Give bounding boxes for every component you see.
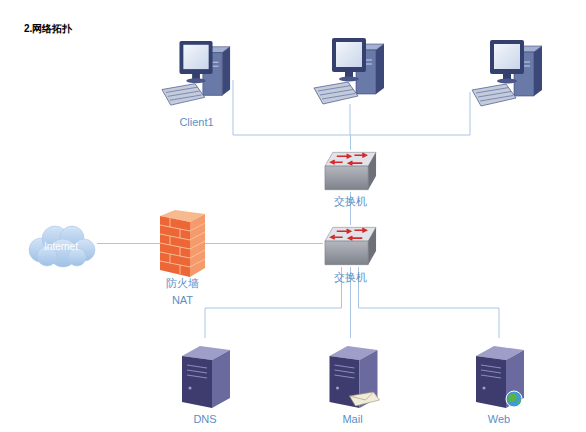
node-label: 防火墙 [166, 277, 199, 290]
icon-shape [325, 227, 376, 264]
icon-shape [325, 152, 376, 189]
lan-wire [350, 135, 470, 136]
node-icon [160, 210, 205, 277]
computer-icon [472, 40, 542, 106]
node-icon [472, 338, 526, 408]
icon-shape [476, 346, 524, 408]
switch-node: 交换机 [323, 225, 378, 267]
cloud-label: Internet [44, 240, 78, 253]
node-icon [323, 150, 378, 192]
server-node: Web [472, 338, 526, 408]
cloud-node: Internet [25, 222, 97, 268]
diagram-title: 2.网络拓扑 [24, 22, 72, 36]
icon-shape [29, 226, 95, 267]
node-label: Web [488, 413, 510, 426]
icon-shape [162, 41, 230, 105]
node-label: Client1 [179, 116, 213, 129]
computer-node: Client1 [160, 38, 233, 108]
node-label: 交换机 [334, 195, 367, 208]
node-icon [325, 338, 380, 408]
node-label: DNS [193, 413, 216, 426]
node-label: 交换机 [334, 271, 367, 284]
node-label: NAT [172, 294, 193, 307]
node-label: Mail [342, 413, 362, 426]
server-node: DNS [178, 338, 232, 408]
node-icon [160, 38, 233, 108]
icon-shape [330, 346, 380, 408]
network-link [359, 267, 500, 338]
switch-node: 交换机 [323, 150, 378, 192]
node-icon [323, 225, 378, 267]
network-link [97, 243, 160, 244]
server-node: Mail [325, 338, 380, 408]
network-link [233, 80, 351, 150]
network-link [205, 267, 342, 338]
icon-shape [182, 346, 230, 408]
network-link [205, 243, 323, 244]
node-icon [178, 338, 232, 408]
firewall-node: 防火墙NAT [160, 210, 205, 277]
icon-shape [160, 210, 205, 277]
computer-icon [314, 38, 384, 104]
lan-wire [470, 92, 471, 135]
lan-wire [350, 104, 351, 135]
lan-bus-wire [350, 92, 470, 135]
